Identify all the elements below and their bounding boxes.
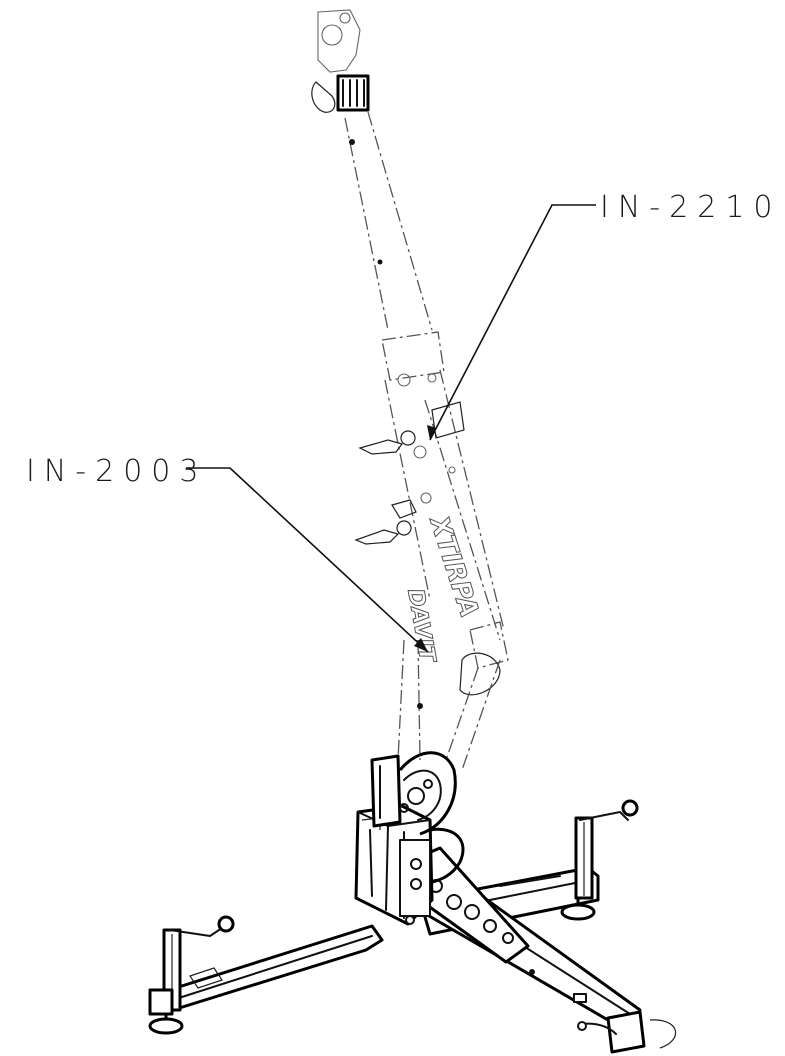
mast-brand-upper: XTIRPA: [423, 511, 484, 621]
base-assembly: [148, 751, 677, 1054]
ghost-upper-mast: XTIRPA DAVIT: [311, 9, 509, 771]
callout-label-in-2003: IN-2003: [26, 454, 207, 489]
callout-in-2210: IN-2210: [427, 190, 781, 441]
callout-label-in-2210: IN-2210: [600, 190, 781, 225]
callout-in-2003: IN-2003: [26, 454, 429, 653]
mast-brand-lower: DAVIT: [402, 587, 440, 666]
